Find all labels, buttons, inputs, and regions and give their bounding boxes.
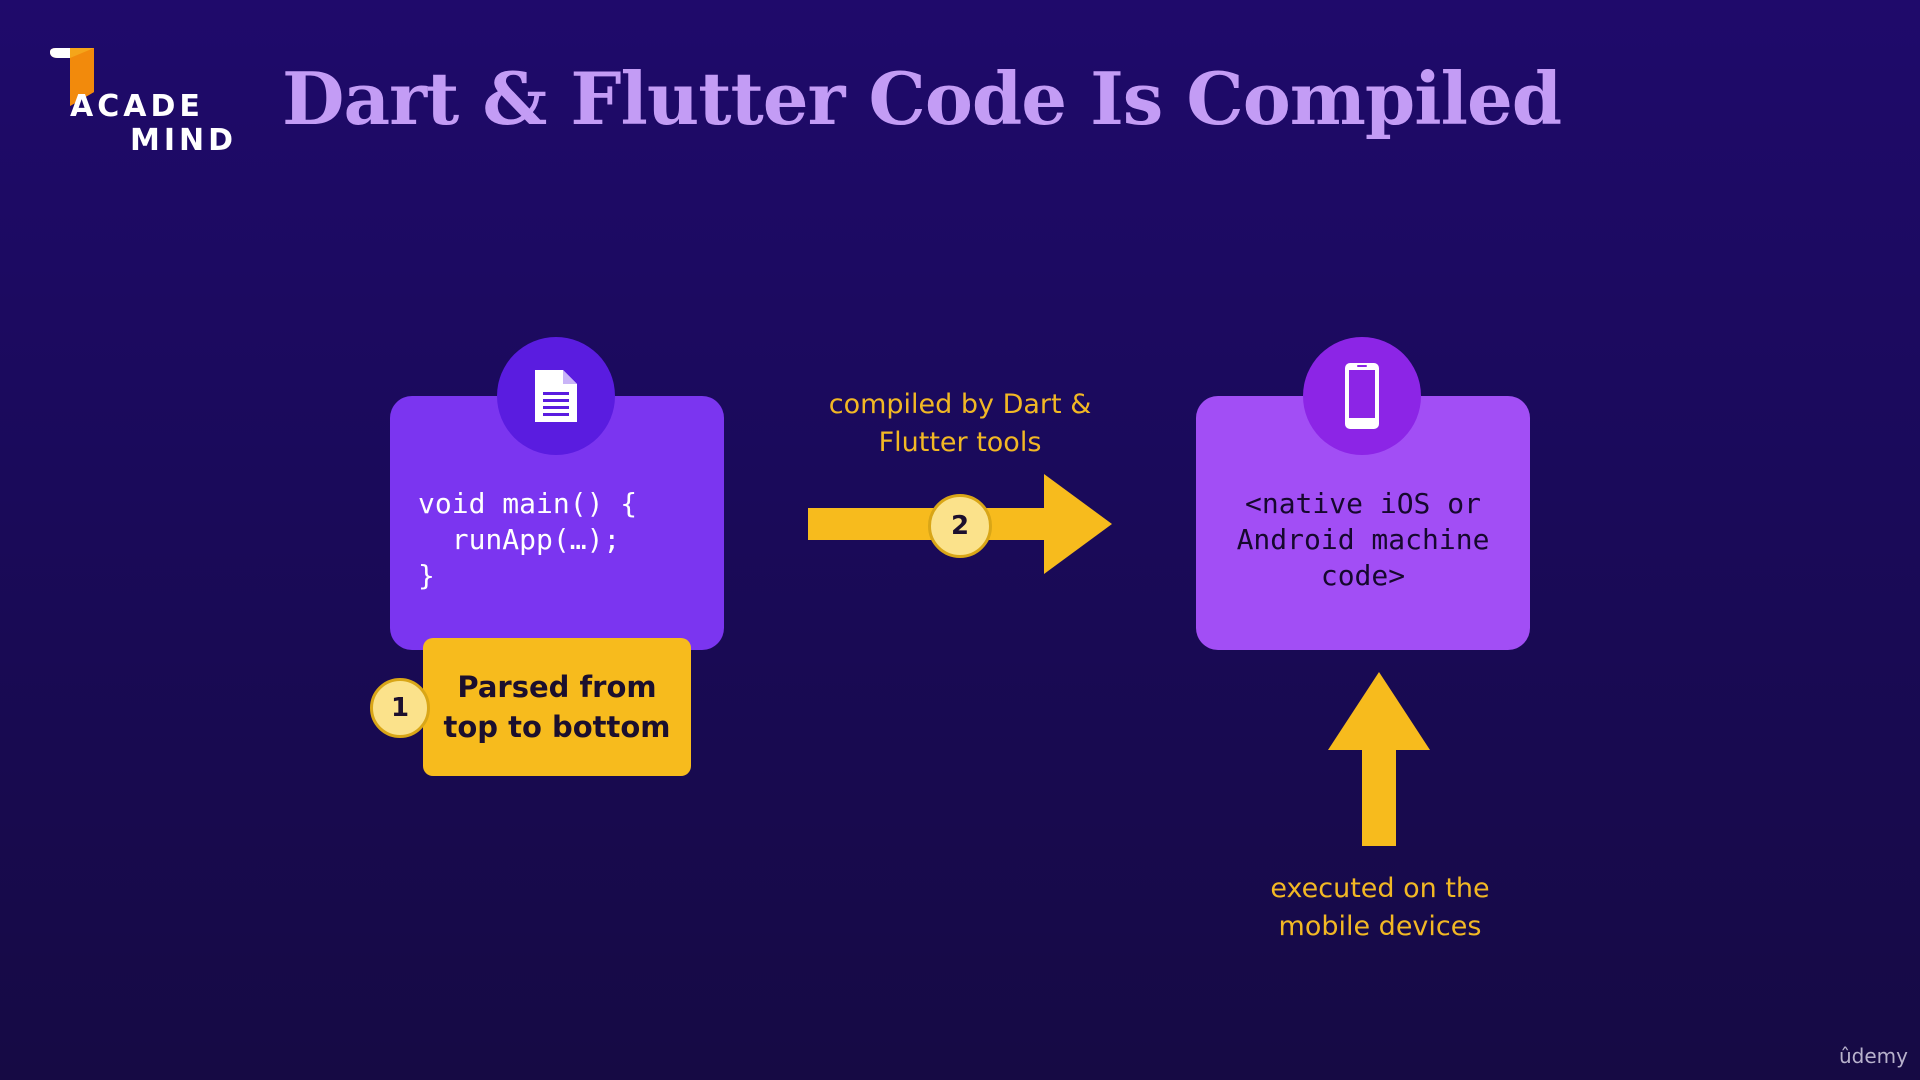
logo-text-line1: ACADE [70, 89, 204, 124]
smartphone-icon [1345, 363, 1379, 429]
parsed-label-text: Parsed from top to bottom [443, 670, 671, 744]
source-code-text: void main() { runApp(…); } [418, 487, 638, 592]
compile-arrow-icon [808, 474, 1112, 574]
document-icon [535, 370, 577, 422]
execution-caption: executed on the mobile devices [1270, 873, 1490, 942]
udemy-watermark: ûdemy [1839, 1044, 1908, 1068]
execution-arrow-icon [1328, 672, 1430, 846]
native-code-text: <native iOS or Android machine code> [1236, 487, 1490, 592]
compile-caption: compiled by Dart & Flutter tools [828, 389, 1092, 458]
logo-text-line2: MIND [130, 123, 238, 158]
step-1-badge: 1 [370, 678, 430, 738]
document-icon-circle [497, 337, 615, 455]
smartphone-icon-circle [1303, 337, 1421, 455]
slide-title: Dart & Flutter Code Is Compiled [282, 56, 1562, 141]
parsed-label: Parsed from top to bottom [423, 638, 691, 776]
logo-mark-icon [50, 48, 94, 106]
step-2-badge: 2 [928, 494, 992, 558]
academind-logo: ACADE MIND [48, 48, 238, 158]
